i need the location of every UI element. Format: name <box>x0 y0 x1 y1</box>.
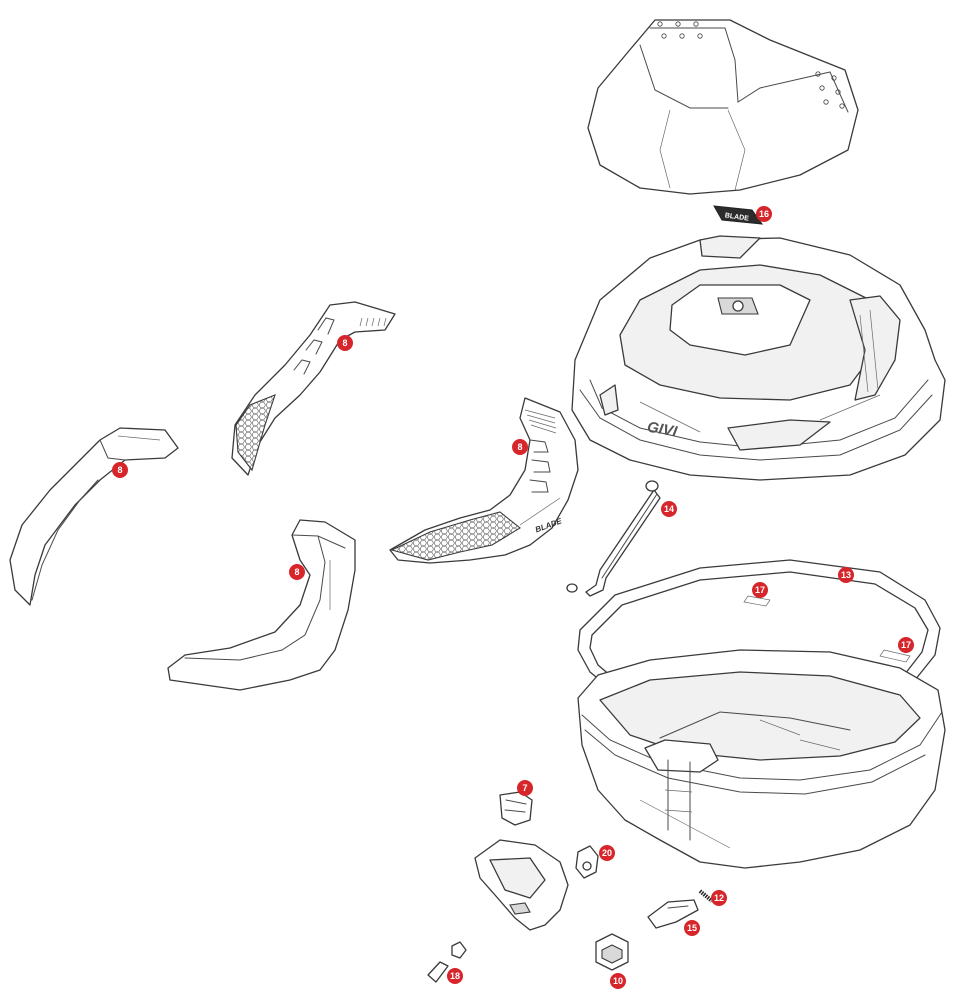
svg-text:18: 18 <box>450 971 460 981</box>
callout-20: 20 <box>599 845 615 861</box>
callout-7: 7 <box>517 780 533 796</box>
svg-text:12: 12 <box>714 893 724 903</box>
latch-plate <box>647 899 699 929</box>
side-cover-left <box>9 427 179 606</box>
svg-text:7: 7 <box>522 783 527 793</box>
callout-8-upper: 8 <box>337 335 353 351</box>
lid-assembly: GIVI <box>571 235 946 481</box>
blade-badge: BLADE <box>713 205 764 225</box>
spring <box>698 889 714 903</box>
givi-logo: GIVI <box>646 419 679 441</box>
callout-18: 18 <box>447 968 463 984</box>
svg-text:8: 8 <box>342 338 347 348</box>
svg-text:8: 8 <box>517 442 522 452</box>
base-body <box>577 649 946 869</box>
side-cover-center <box>167 519 356 691</box>
callout-16: 16 <box>756 206 772 222</box>
svg-text:20: 20 <box>602 848 612 858</box>
mounting-holes <box>657 21 845 109</box>
callout-8-left: 8 <box>112 462 128 478</box>
badge-text: BLADE <box>724 212 749 222</box>
svg-text:8: 8 <box>294 567 299 577</box>
side-reflector-right: BLADE <box>389 397 579 564</box>
lock-barrel <box>575 845 599 879</box>
svg-text:17: 17 <box>901 640 911 650</box>
svg-text:14: 14 <box>664 504 674 514</box>
side-reflector-upper <box>231 301 396 476</box>
svg-text:16: 16 <box>759 209 769 219</box>
hinge-clip <box>499 791 533 826</box>
callout-13: 13 <box>838 567 854 583</box>
key <box>427 941 467 983</box>
callout-8-center: 8 <box>289 564 305 580</box>
callout-17-a: 17 <box>752 582 768 598</box>
callout-10: 10 <box>610 973 626 989</box>
svg-text:15: 15 <box>687 923 697 933</box>
svg-text:8: 8 <box>117 465 122 475</box>
callout-14: 14 <box>661 501 677 517</box>
callout-8-right: 8 <box>512 439 528 455</box>
callout-15: 15 <box>684 920 700 936</box>
callout-17-b: 17 <box>898 637 914 653</box>
lock-cylinder <box>595 933 629 971</box>
lock-housing-cover <box>474 839 569 931</box>
svg-text:10: 10 <box>613 976 623 986</box>
lid-strap <box>566 480 661 597</box>
callout-12: 12 <box>711 890 727 906</box>
top-cover-plate <box>587 19 859 195</box>
svg-text:13: 13 <box>841 570 851 580</box>
svg-text:17: 17 <box>755 585 765 595</box>
